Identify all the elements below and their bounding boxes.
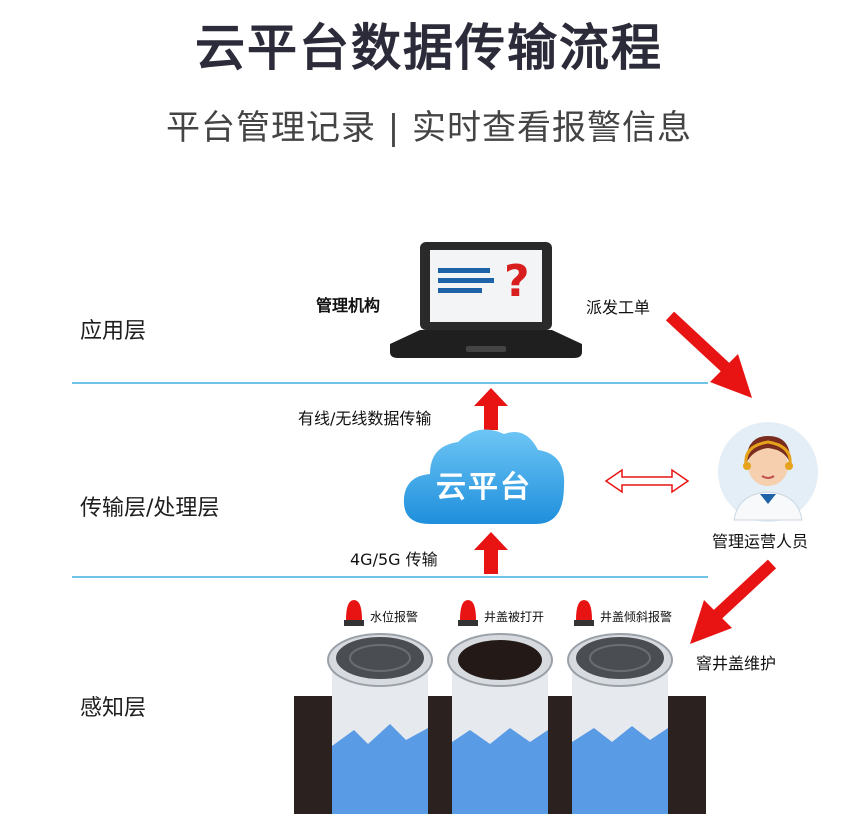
cloud-platform-label: 云平台 (436, 470, 532, 505)
dispatch-order-label: 派发工单 (586, 298, 651, 317)
wired-wireless-label: 有线/无线数据传输 (298, 409, 432, 428)
alarm-light-icon (458, 600, 478, 626)
dispatch-arrow-icon (665, 312, 752, 398)
manhole-well-cover-opened (447, 633, 553, 814)
divider-bottom (72, 576, 708, 578)
manhole-scene (294, 633, 706, 814)
network-label: 4G/5G 传输 (350, 550, 438, 569)
cloud-icon (403, 429, 565, 524)
alarm-light-icon (574, 600, 594, 626)
management-org-label: 管理机构 (316, 296, 381, 315)
manhole-well-cover-tilt (567, 633, 673, 814)
alarm-light-icon (344, 600, 364, 626)
alarm-cover-opened-label: 井盖被打开 (484, 610, 545, 624)
operator-label: 管理运营人员 (712, 532, 809, 551)
manhole-well-water-level (327, 633, 433, 814)
page-subtitle: 平台管理记录 | 实时查看报警信息 (165, 108, 693, 148)
maintenance-label: 窨井盖维护 (696, 654, 777, 673)
page-title: 云平台数据传输流程 (195, 19, 663, 77)
layer-label-perception: 感知层 (80, 696, 147, 721)
double-arrow-icon (604, 468, 690, 494)
upload-arrow-top-icon (474, 388, 508, 430)
upload-arrow-bottom-icon (474, 532, 508, 574)
divider-top (72, 382, 708, 384)
operator-avatar-icon (718, 422, 818, 522)
laptop-icon (390, 242, 582, 358)
layer-label-application: 应用层 (80, 319, 147, 344)
maintenance-arrow-icon (690, 559, 777, 644)
layer-label-transport: 传输层/处理层 (80, 496, 220, 521)
alarm-water-level-label: 水位报警 (370, 610, 419, 624)
alarm-cover-tilt-label: 井盖倾斜报警 (600, 610, 673, 624)
question-mark-icon: ? (504, 256, 530, 307)
